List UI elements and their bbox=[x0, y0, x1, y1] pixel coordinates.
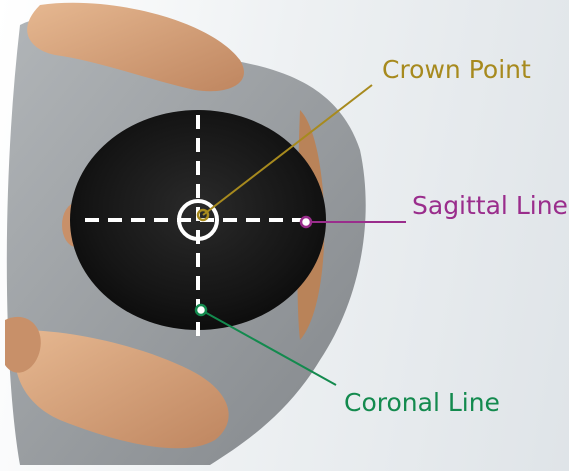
coronal-marker-icon bbox=[196, 305, 206, 315]
coronal-line-label: Coronal Line bbox=[344, 390, 500, 415]
sagittal-marker-icon bbox=[301, 217, 311, 227]
sagittal-line-label: Sagittal Line bbox=[412, 193, 568, 218]
crown-point-label: Crown Point bbox=[382, 57, 531, 82]
